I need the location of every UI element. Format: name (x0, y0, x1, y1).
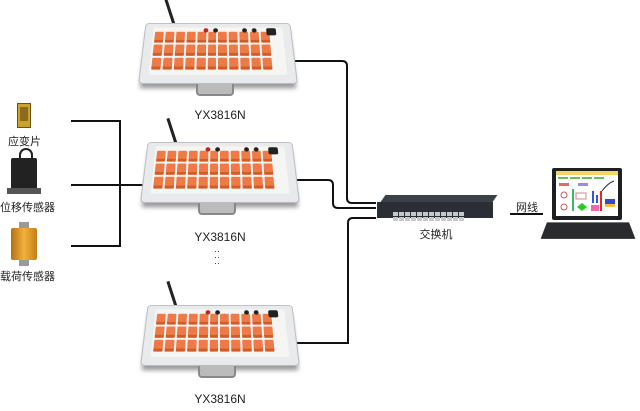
data-logger-1 (138, 0, 298, 102)
handle-icon (196, 84, 234, 96)
logger-1-model-label: YX3816N (194, 108, 246, 122)
data-logger-2 (140, 117, 300, 221)
strain-gauge-icon (17, 103, 31, 128)
handle-icon (198, 366, 236, 378)
terminal-block-grid (153, 150, 275, 189)
displacement-sensor-label: 位移传感器 (0, 202, 55, 214)
wire-strain (71, 120, 121, 247)
wire-logger-2 (284, 179, 376, 209)
laptop-computer (540, 168, 636, 244)
network-cable-label: 网线 (516, 202, 538, 214)
network-switch (377, 195, 498, 221)
wire-logger-3 (284, 217, 376, 344)
logger-2-model-label: YX3816N (194, 230, 246, 244)
software-screen (556, 171, 618, 216)
logger-3-model-label: YX3816N (194, 392, 246, 406)
keyboard-icon (540, 222, 636, 239)
more-loggers-ellipsis: ······ (214, 246, 220, 268)
switch-label: 交换机 (419, 229, 453, 241)
displacement-sensor-icon (7, 148, 41, 194)
strain-gauge-label: 应变片 (8, 136, 41, 148)
load-sensor-icon (11, 222, 37, 266)
load-sensor-label: 载荷传感器 (0, 271, 55, 283)
data-logger-3 (140, 280, 300, 384)
wire-logger-1 (284, 60, 376, 204)
handle-icon (198, 203, 236, 215)
terminal-block-grid (151, 31, 273, 70)
switch-ports (393, 212, 464, 221)
terminal-block-grid (153, 313, 275, 352)
